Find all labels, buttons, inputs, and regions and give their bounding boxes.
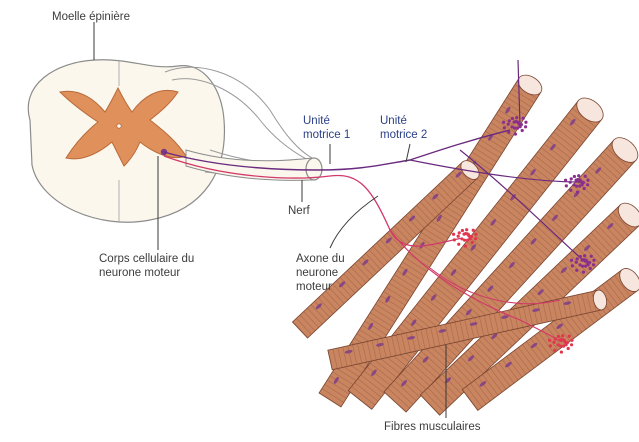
axon-label-line2: neurone: [296, 266, 338, 280]
spinal-cord-section: [28, 60, 312, 222]
muscle-fibers-group: [292, 71, 639, 415]
axon-label-line1: Axone du: [296, 252, 345, 266]
cell-body-label-line1: Corps cellulaire du: [99, 252, 194, 266]
cell-body-label-line2: neurone moteur: [99, 266, 180, 280]
spinal-cord-label: Moelle épinière: [52, 10, 130, 24]
nerve-label: Nerf: [288, 204, 310, 218]
muscle-fibers-label: Fibres musculaires: [384, 420, 481, 434]
motor-unit-2-label-line1: Unité: [380, 114, 407, 128]
motor-unit-2-label-line2: motrice 2: [380, 128, 427, 142]
motor-unit-1-label-line2: motrice 1: [303, 128, 350, 142]
axon-label-line3: moteur: [296, 280, 332, 294]
motor-unit-1-label-line1: Unité: [303, 114, 330, 128]
